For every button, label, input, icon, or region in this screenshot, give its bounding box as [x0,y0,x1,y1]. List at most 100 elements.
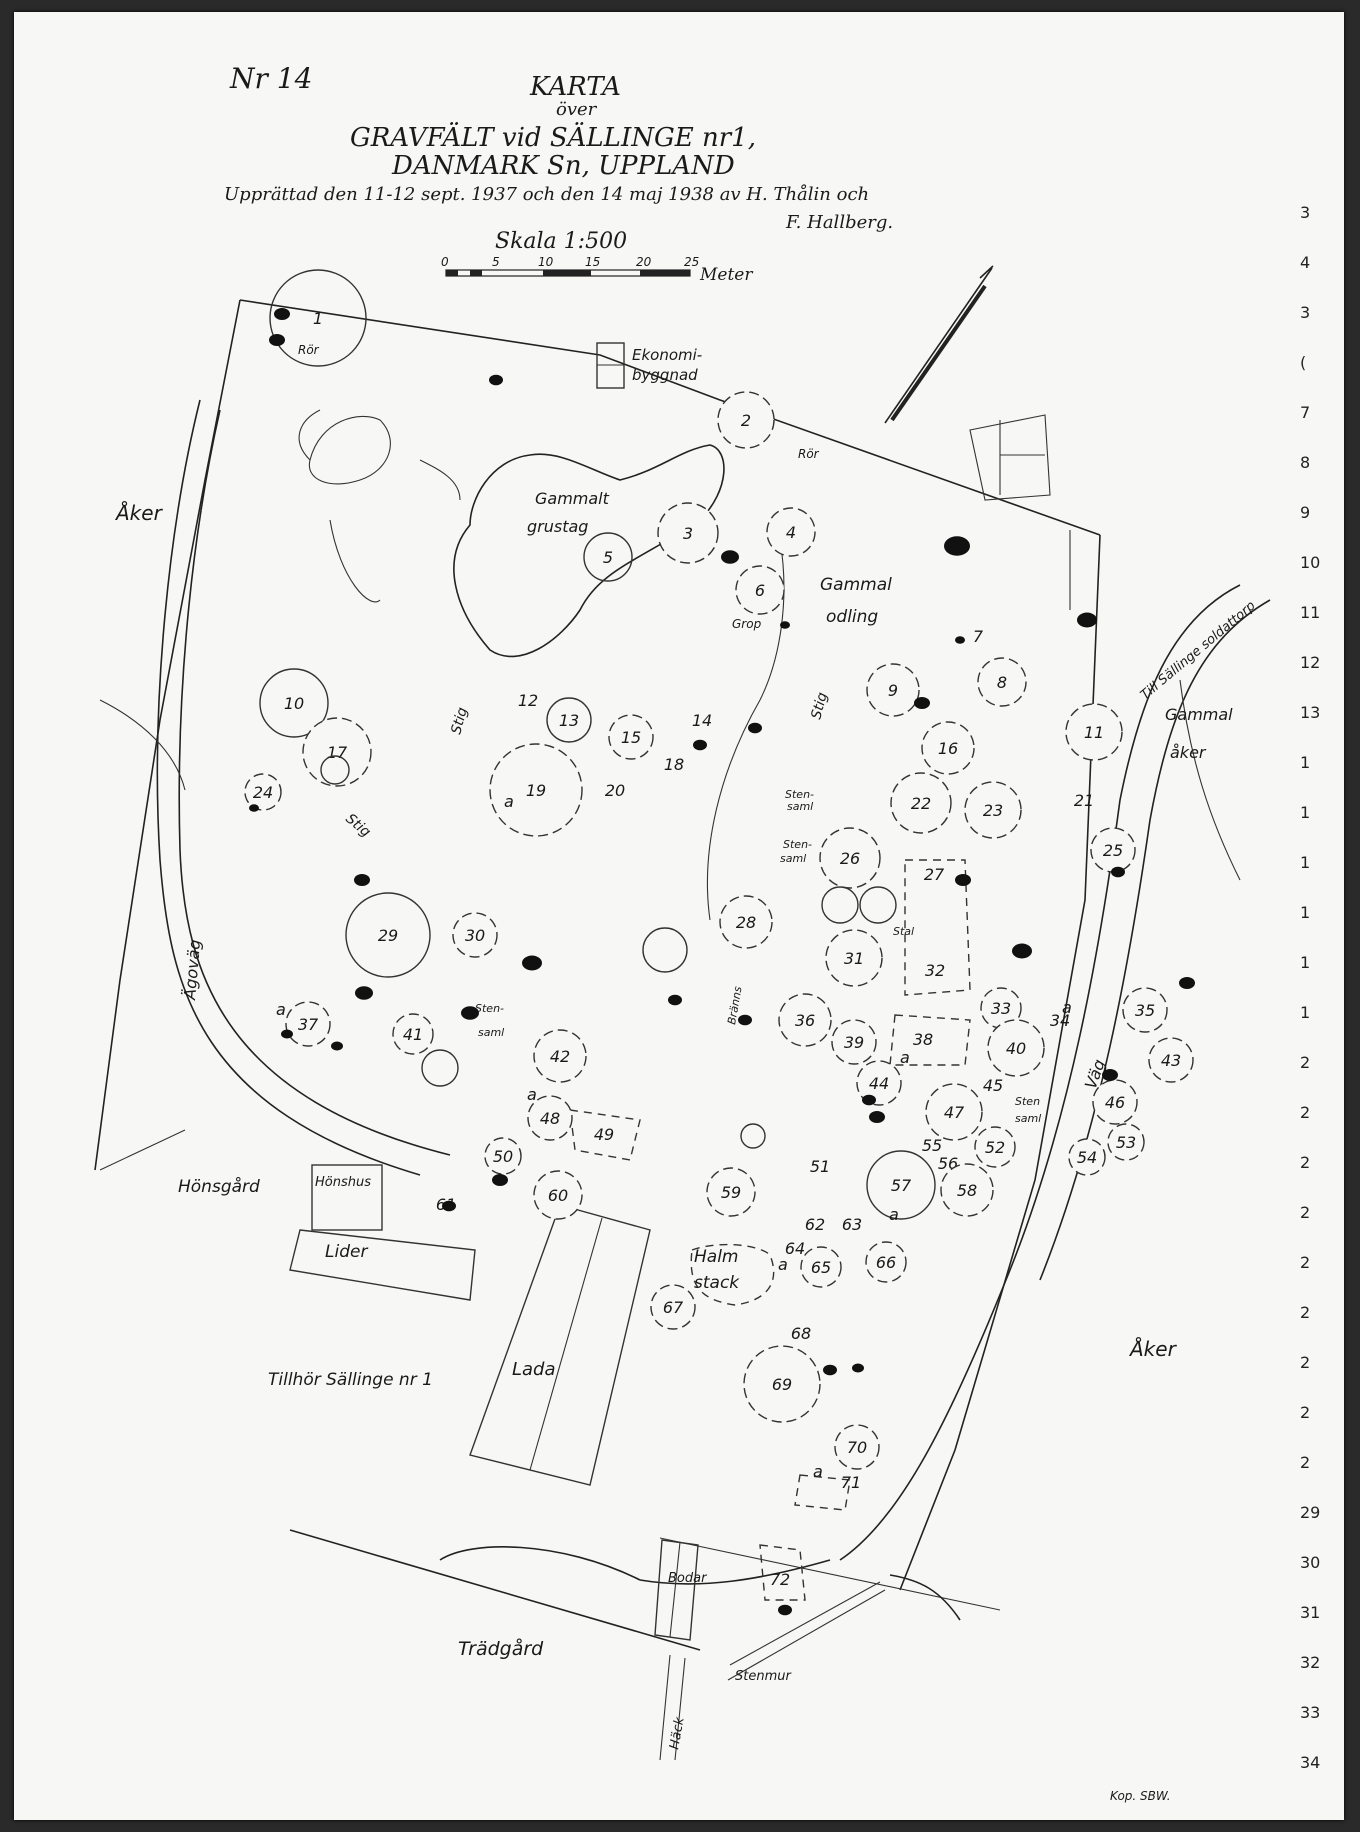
grave-number: 7 [973,627,984,646]
stone-mark [1102,1069,1118,1081]
map-title-line1: GRAVFÄLT vid SÄLLINGE nr1, [350,122,756,153]
grave-number: 43 [1161,1051,1181,1070]
grave-31: 31 [825,929,883,987]
stone-mark [778,1604,792,1616]
grave-outline [865,1241,907,1283]
edge-number: 9 [1300,503,1310,522]
grave-outline [778,993,832,1047]
copy-stamp: Kop. SBW. [1110,1789,1171,1803]
stone-mark [914,697,930,709]
grave-number: 66 [876,1253,896,1272]
label-stig: Stig [448,706,471,736]
grave-16: 16 [921,721,975,775]
pit-circle [859,886,897,924]
label-halm: Halm [694,1247,738,1267]
stone-mark [492,1174,508,1186]
edge-number: 8 [1300,453,1310,472]
grave-outline [831,1019,877,1065]
grave-number: 53 [1116,1133,1136,1152]
grave-51: 51 [810,1157,830,1176]
grave-number: 10 [284,694,304,713]
edge-number: 4 [1300,253,1310,272]
pit-circle [740,1123,766,1149]
label-honshus: Hönshus [315,1175,371,1190]
grave-35: 35 [1122,987,1168,1033]
grave-number: 67 [663,1298,684,1317]
grave-outline [1107,1123,1145,1161]
grave-number: 1 [313,309,323,328]
grave-44: 44 [856,1060,902,1106]
grave-45: 45 [983,1076,1003,1095]
grave-8: 8 [977,657,1027,707]
grave-outline [1148,1037,1194,1083]
grave-number: 54 [1077,1148,1097,1167]
grave-outline [546,697,592,743]
grave-number: 30 [465,926,485,945]
edge-number: 2 [1300,1353,1310,1372]
grave-10: 10 [259,668,329,738]
farm-buildings: Hönshus Lider Lada Bodar Halm stack Häck… [289,859,971,1761]
sub-mark: a [527,1085,537,1104]
edge-number: 3 [1300,303,1310,322]
grave-63: 63 [842,1215,862,1234]
map-header: Nr 14 KARTA över GRAVFÄLT vid SÄLLINGE n… [224,62,893,233]
grave-17: 17 [302,717,372,787]
grave-number: 40 [1006,1039,1026,1058]
grave-34: 34 [1050,1011,1070,1030]
scale-tick-label: 10 [538,255,554,269]
grave-outline [583,532,633,582]
grave-number: 19 [526,781,546,800]
grave-number: 12 [518,691,538,710]
grave-outline [977,657,1027,707]
edge-number: 31 [1300,1603,1320,1622]
pit-circle [642,927,688,973]
label-gammal-odling: Gammal [820,575,892,595]
old-cultivation-area [706,530,1241,921]
map-title: KARTA [529,72,621,102]
grave-number: 2 [741,411,751,430]
grave-13: 13 [546,697,592,743]
stone-mark [269,334,285,346]
label-grustag: grustag [527,517,588,536]
edge-number: ( [1300,353,1306,372]
grave-number: 58 [957,1181,977,1200]
edge-number: 2 [1300,1103,1310,1122]
grave-20: 20 [605,781,625,800]
stone-mark [355,986,373,1000]
grave-7: 7 [973,627,984,646]
grave-68: 68 [791,1324,811,1343]
edge-number: 1 [1300,953,1310,972]
grave-41: 41 [392,1013,434,1055]
map-credit-line2: F. Hallberg. [785,212,893,233]
grave-38: 38 [913,1030,933,1049]
grave-42: 42 [533,1029,587,1083]
grave-number: 48 [540,1109,560,1128]
stone-mark [249,804,259,812]
grave-number: 29 [378,926,398,945]
edge-number: 34 [1300,1753,1320,1772]
edge-number: 33 [1300,1703,1320,1722]
grave-number: 46 [1105,1093,1125,1112]
grave-outline [650,1284,696,1330]
grave-outline [706,1167,756,1217]
grave-27: 27 [924,865,945,884]
grave-outline [259,668,329,738]
grave-59: 59 [706,1167,756,1217]
grave-52: 52 [974,1126,1016,1168]
grave-64: 64 [785,1239,805,1258]
edge-number: 3 [1300,203,1310,222]
sub-mark: a [1062,998,1072,1017]
grave-number: 36 [795,1011,815,1030]
grave-32: 32 [925,961,945,980]
grave-number: 16 [938,739,958,758]
grave-number: 35 [1135,1001,1155,1020]
grave-72: 72 [770,1570,790,1589]
grave-24: 24 [244,773,282,811]
grave-number: 28 [736,913,756,932]
stone-mark [852,1363,864,1373]
grave-outline [866,1150,936,1220]
grave-number: 57 [891,1176,912,1195]
edge-number: 11 [1300,603,1320,622]
map-title-over: över [556,99,598,120]
